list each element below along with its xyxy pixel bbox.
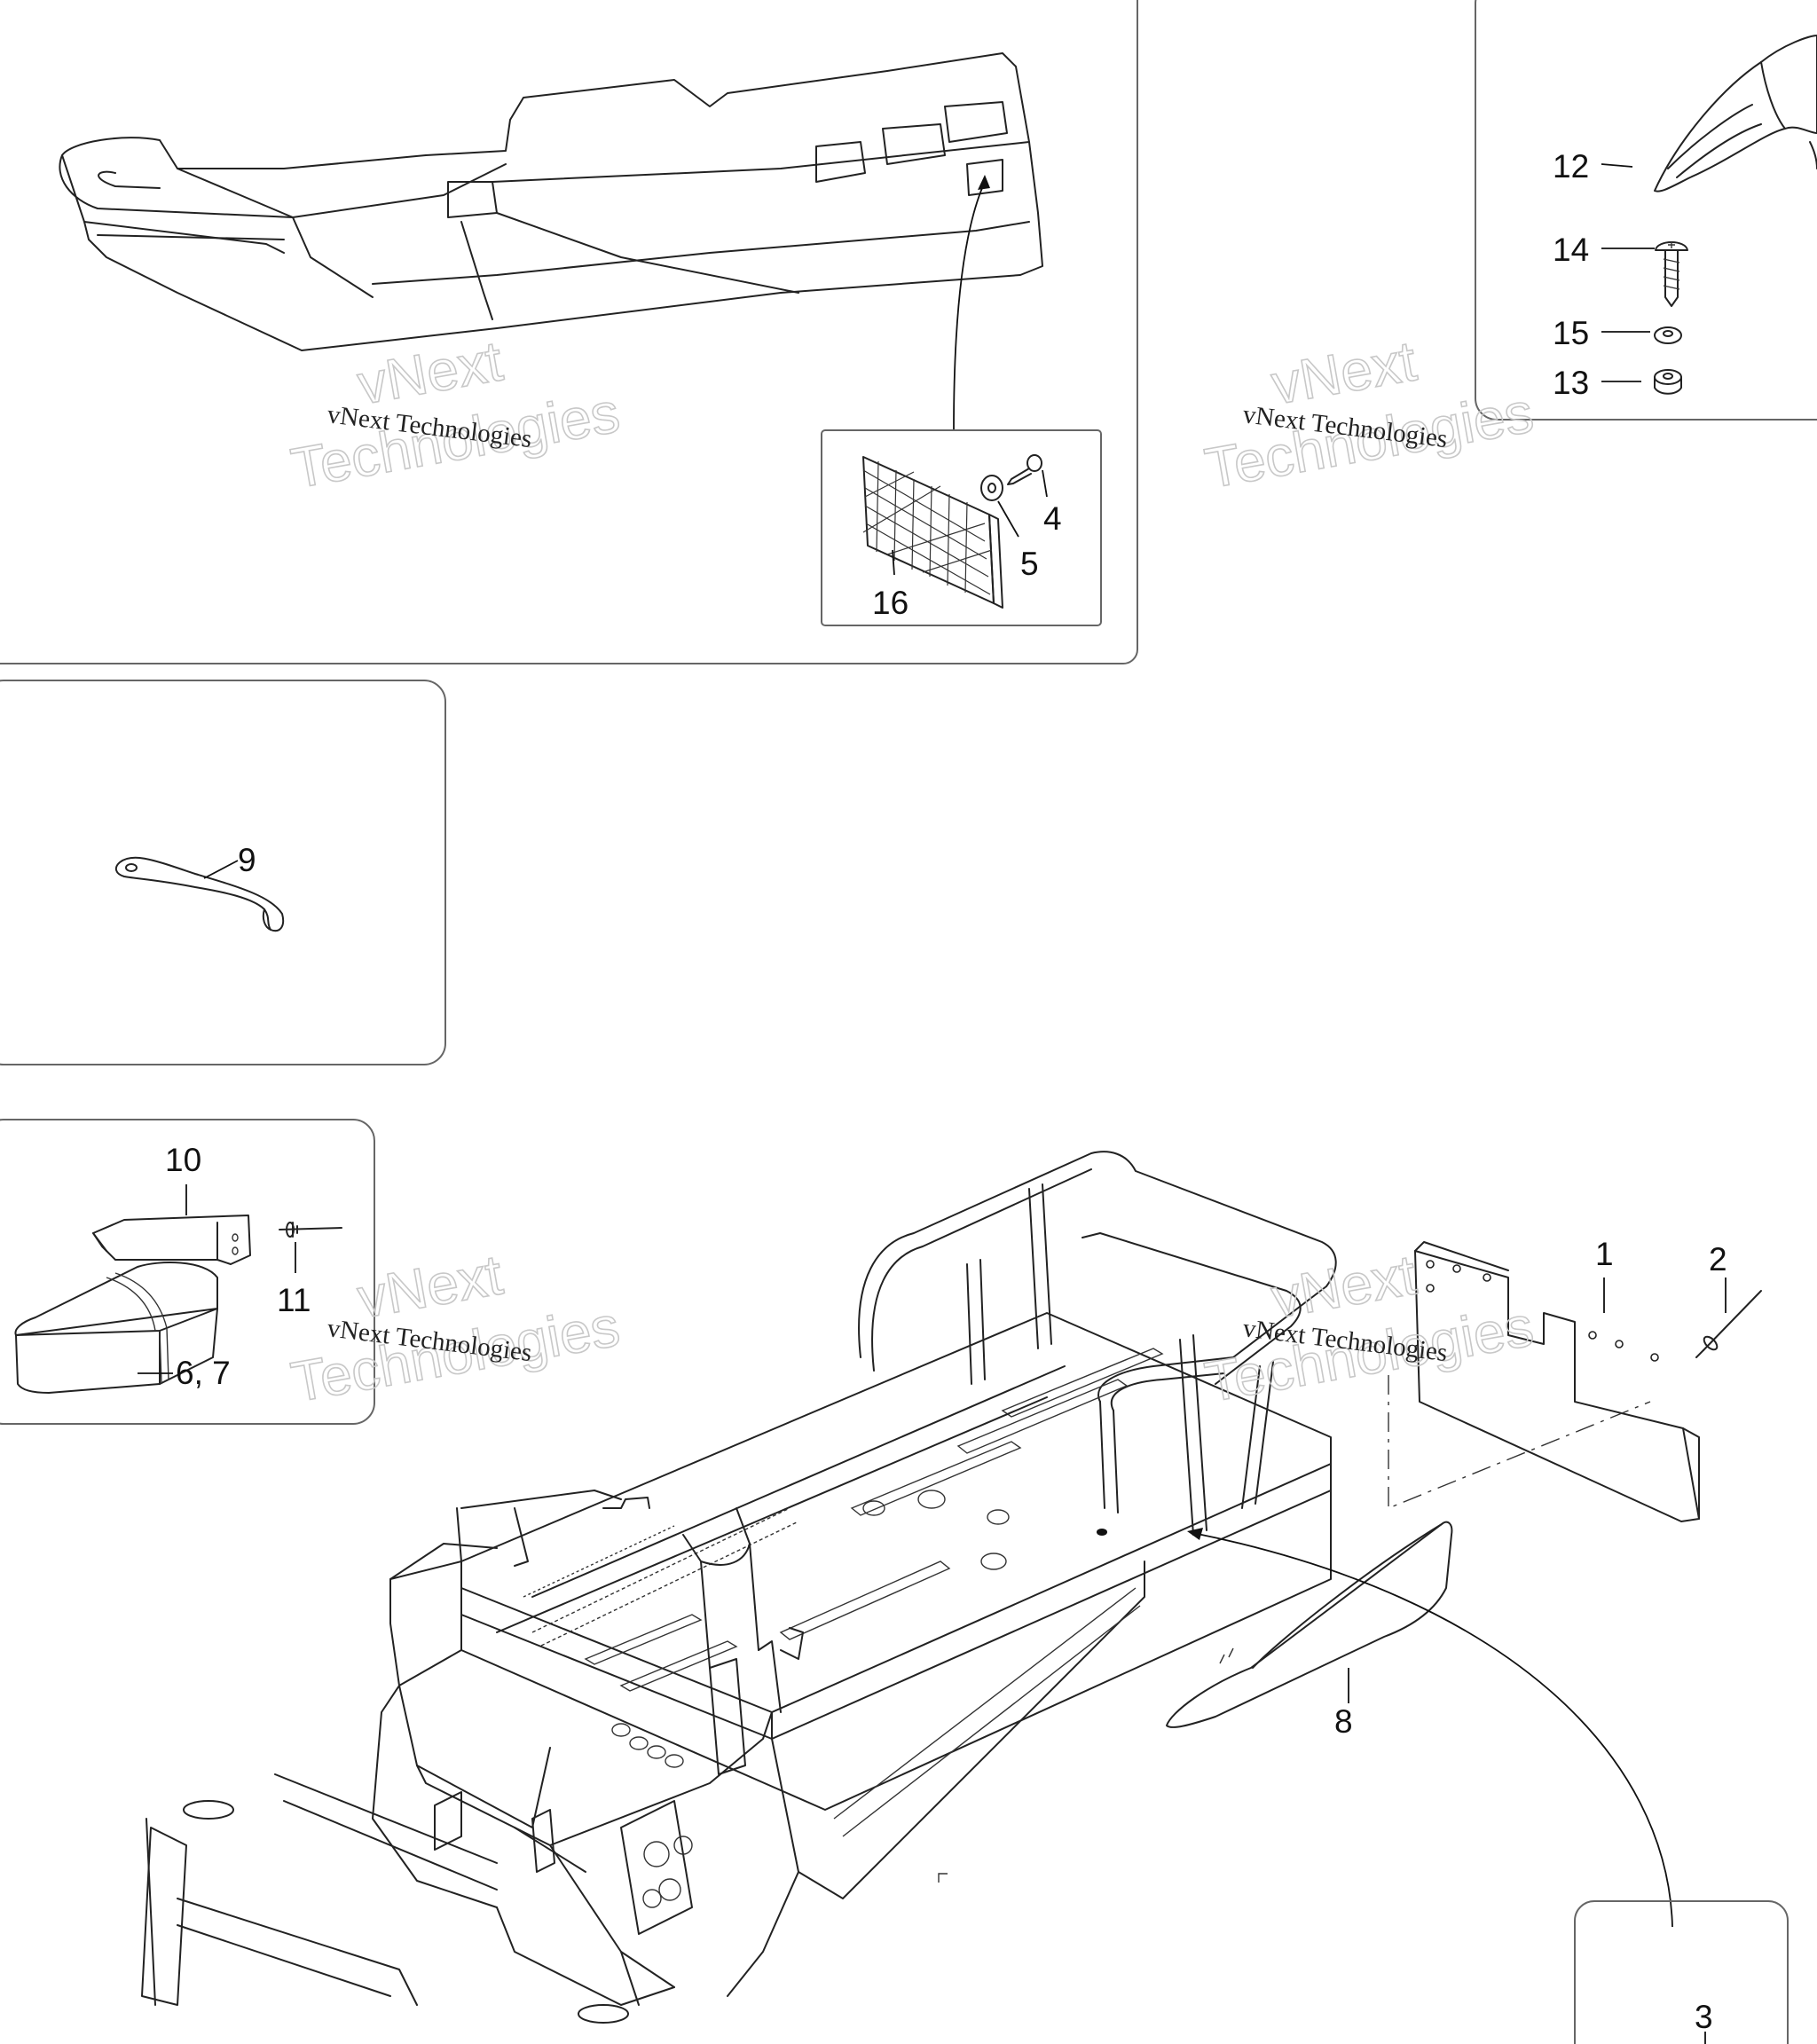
callout-11: 11 [277,1282,311,1318]
washer-15-icon [1654,326,1682,344]
nut-13-icon [1654,369,1682,395]
callout-3: 3 [1695,1999,1713,2035]
screw-14-icon [1655,241,1688,307]
panel-bag: 10 11 6, 7 [0,1119,375,1425]
callout-16: 16 [872,585,908,621]
callout-14: 14 [1553,232,1589,268]
callout-15: 15 [1553,315,1589,351]
assembly-line [1388,1375,1651,1510]
callout-12: 12 [1553,148,1589,185]
mud-flap-1-illustration [1414,1241,1700,1522]
rivet-2-icon [1695,1290,1762,1358]
leader-reflector [953,181,986,431]
callout-13: 13 [1553,365,1589,401]
rivet-11-icon [279,1222,342,1238]
rear-bumper-illustration [59,52,1043,351]
watermark-4: vNext Technologies [1200,1242,1538,1415]
grab-handle-illustration [1654,35,1817,193]
callout-1: 1 [1595,1236,1614,1272]
watermark-2: vNext Technologies [1200,328,1538,501]
callout-10: 10 [165,1142,201,1178]
panel-handle: 12 14 15 13 [1475,0,1817,421]
watermark-3: vNext Technologies [286,1242,625,1415]
washer-5-icon [980,475,1003,501]
callout-5: 5 [1020,546,1039,582]
watermark-1: vNext Technologies [286,328,625,501]
callout-2: 2 [1709,1241,1727,1278]
snow-guard-8-illustration [1166,1521,1453,1728]
callout-8: 8 [1334,1703,1353,1740]
panel-bumper: 4 5 16 [0,0,1138,664]
reflector-detail-box [821,429,1102,626]
callout-4: 4 [1043,500,1062,537]
storage-bag-6-7-illustration [14,1262,218,1394]
screw-4-icon [1007,454,1042,485]
spanner-wrench-9-illustration [114,856,285,932]
callout-9: 9 [238,842,256,878]
bracket-10-illustration [92,1215,251,1265]
corner-mark [938,1873,948,1883]
reflector-illustration [862,456,1003,609]
callout-6-7: 6, 7 [176,1355,231,1391]
chassis-frame-illustration [141,1151,1337,2024]
leader-3 [1192,1532,1673,1928]
detail-3-box [1574,1900,1789,2044]
panel-wrench: 9 [0,680,446,1065]
